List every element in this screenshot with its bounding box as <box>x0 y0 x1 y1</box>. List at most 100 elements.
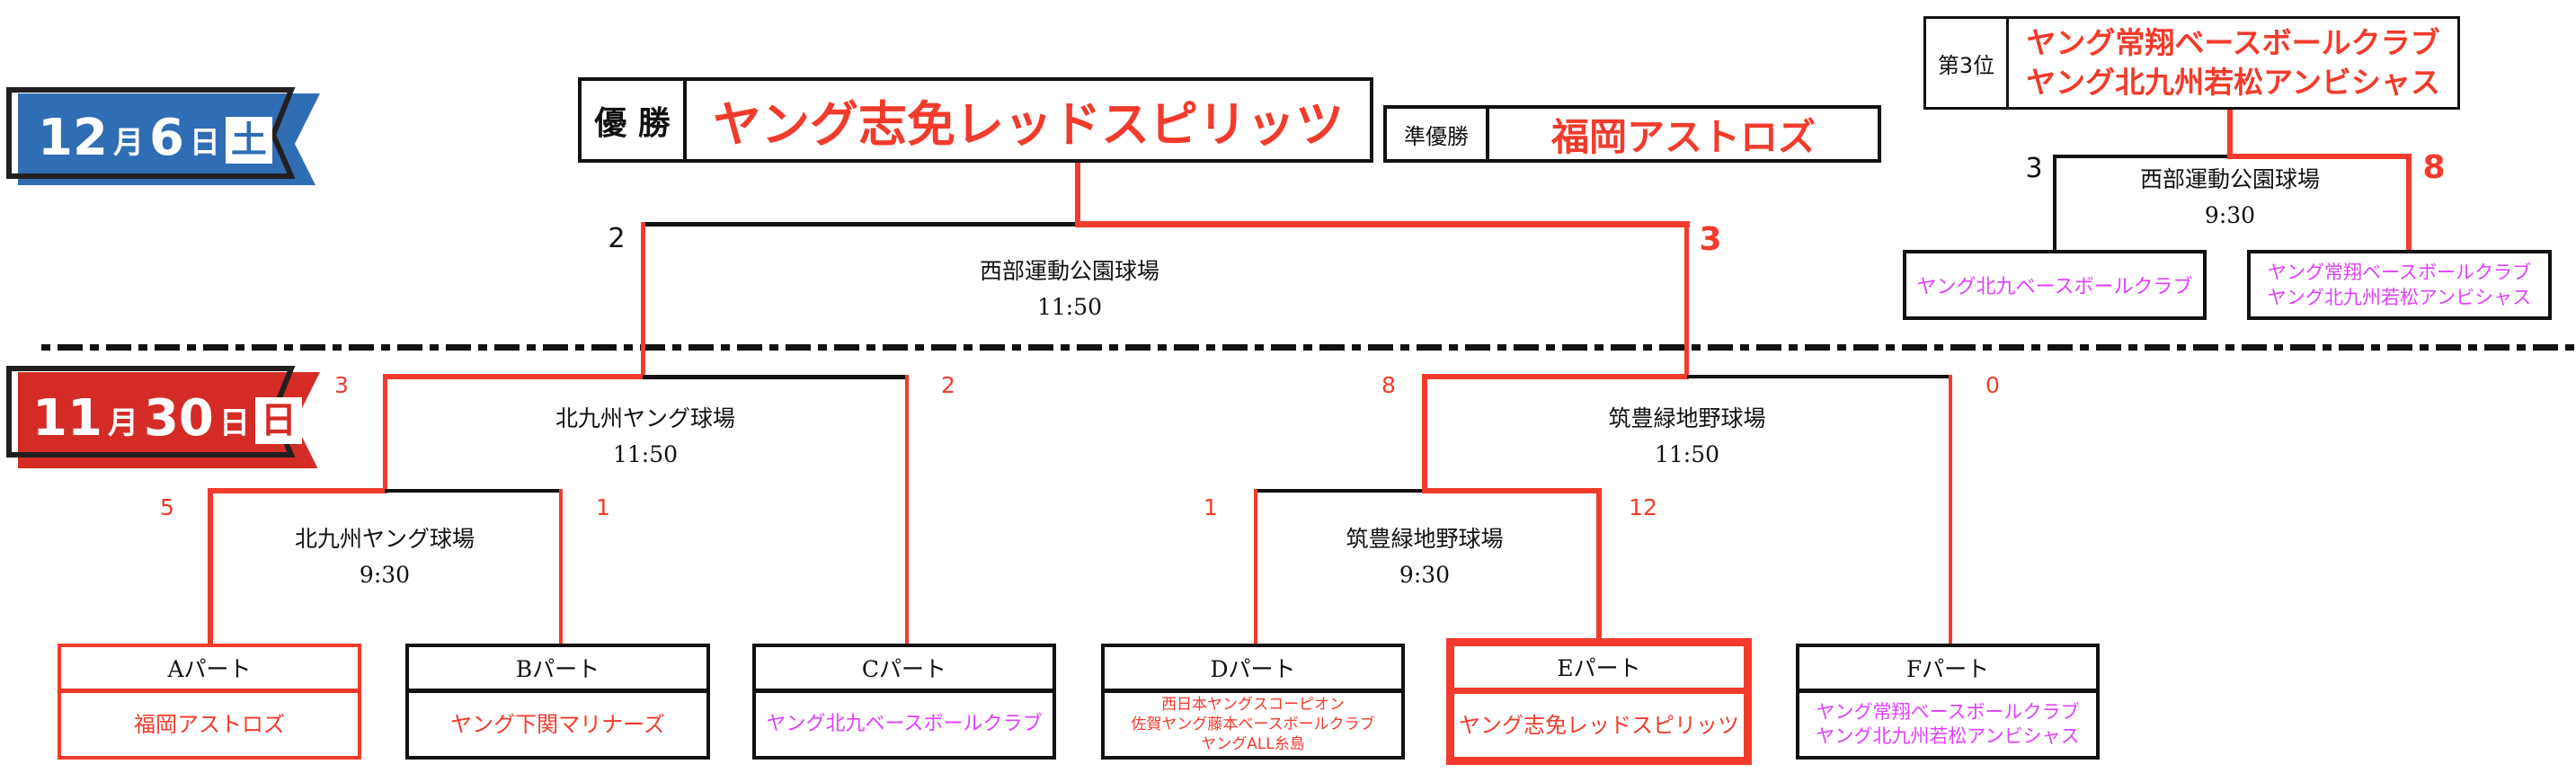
final-score-right: 3 <box>1699 221 1722 258</box>
part-label: Cパート <box>756 647 1053 693</box>
venue-name: 筑豊緑地野球場 <box>1608 405 1766 431</box>
third-place-team: ヤング北九州若松アンビシャス <box>2026 65 2440 100</box>
team-name: 佐賀ヤング藤本ベースボールクラブ <box>1131 715 1375 733</box>
day-unit: 日 <box>218 405 250 441</box>
third-place-team: ヤング常翔ベースボールクラブ <box>2026 25 2440 60</box>
semi2-venue: 筑豊緑地野球場 11:50 <box>1608 401 1765 473</box>
team-names: ヤング常翔ベースボールクラブ ヤング北九州若松アンビシャス <box>2251 253 2548 316</box>
runner-up-label: 準優勝 <box>1387 109 1489 159</box>
qf2-venue: 筑豊緑地野球場 9:30 <box>1346 521 1503 593</box>
venue-name: 西部運動公園球場 <box>979 258 1160 284</box>
winner-line <box>2227 110 2233 159</box>
part-label: Dパート <box>1105 647 1401 693</box>
winner-line <box>1422 374 1689 379</box>
runner-up-box: 準優勝 福岡アストロズ <box>1383 105 1881 163</box>
third-game-venue: 西部運動公園球場 9:30 <box>2140 162 2320 234</box>
part-a-box: Aパート 福岡アストロズ <box>58 644 361 760</box>
champion-label: 優 勝 <box>582 81 687 159</box>
bracket-line <box>1687 375 1952 378</box>
day-unit: 日 <box>189 125 220 161</box>
team-name: ヤング常翔ベースボールクラブ <box>2268 262 2531 283</box>
champion-box: 優 勝 ヤング志免レッドスピリッツ <box>578 77 1373 163</box>
third-place-teams: ヤング常翔ベースボールクラブ ヤング北九州若松アンビシャス <box>2009 19 2457 107</box>
champion-team: ヤング志免レッドスピリッツ <box>713 96 1344 153</box>
part-b-box: Bパート ヤング下関マリナーズ <box>405 644 710 760</box>
venue-name: 西部運動公園球場 <box>2139 166 2321 192</box>
winner-line <box>1596 488 1602 641</box>
weekday: 日 <box>254 397 302 444</box>
month-unit: 月 <box>107 405 138 441</box>
part-c-box: Cパート ヤング北九ベースボールクラブ <box>752 644 1056 760</box>
third-game-left-team: ヤング北九ベースボールクラブ <box>1903 250 2207 320</box>
bracket-line <box>2053 155 2056 250</box>
date-banner-nov30: 11 月 30 日 日 <box>5 365 320 473</box>
winner-line <box>1684 221 1689 378</box>
third-place-box: 第3位 ヤング常翔ベースボールクラブ ヤング北九州若松アンビシャス <box>1923 16 2460 110</box>
month: 12 <box>38 109 108 167</box>
day: 30 <box>143 389 214 448</box>
venue-name: 北九州ヤング球場 <box>294 526 475 552</box>
third-game-score-left: 3 <box>2025 153 2043 184</box>
venue-name: 筑豊緑地野球場 <box>1346 526 1504 552</box>
month: 11 <box>32 389 102 448</box>
semi1-score-right: 2 <box>941 372 955 398</box>
part-label: Bパート <box>409 647 706 693</box>
winner-line <box>2227 154 2412 159</box>
bracket-line <box>643 375 909 379</box>
bracket-line <box>1254 489 1257 644</box>
semi1-venue: 北九州ヤング球場 11:50 <box>555 401 735 473</box>
game-time: 11:50 <box>1654 441 1720 467</box>
third-place-label: 第3位 <box>1926 19 2009 107</box>
winner-line <box>383 374 645 379</box>
part-label: Fパート <box>1799 647 2096 693</box>
weekday: 土 <box>225 117 272 164</box>
bracket-line <box>385 489 563 493</box>
winner-line <box>1422 488 1602 493</box>
team-name: ヤング常翔ベースボールクラブ <box>1816 701 2080 723</box>
team-name: ヤング北九ベースボールクラブ <box>1916 276 2193 298</box>
bracket-line <box>559 489 563 644</box>
qf2-score-left: 1 <box>1204 494 1218 520</box>
day: 6 <box>148 109 184 167</box>
team-name: ヤングALL糸島 <box>1201 735 1305 753</box>
qf1-score-right: 1 <box>596 494 610 520</box>
team-name: ヤング志免レッドスピリッツ <box>1459 713 1739 738</box>
team-name: ヤング北九州若松アンビシャス <box>1816 725 2080 747</box>
team-name: ヤング下関マリナーズ <box>450 712 665 737</box>
winner-line <box>1075 221 1690 227</box>
part-label: Aパート <box>61 647 358 693</box>
date-banner-dec6: 12 月 6 日 土 <box>5 86 320 194</box>
qf1-venue: 北九州ヤング球場 9:30 <box>295 521 475 593</box>
winner-line <box>383 374 387 492</box>
runner-up-team: 福岡アストロズ <box>1550 114 1816 159</box>
team-name: 西日本ヤングスコーピオン <box>1161 696 1345 714</box>
winner-line <box>2406 154 2412 250</box>
winner-line <box>208 488 213 644</box>
team-name: 福岡アストロズ <box>134 712 285 737</box>
winner-line <box>1422 374 1427 492</box>
part-d-box: Dパート 西日本ヤングスコーピオン 佐賀ヤング藤本ベースボールクラブ ヤングAL… <box>1101 644 1405 760</box>
qf1-score-left: 5 <box>160 494 174 520</box>
final-score-left: 2 <box>608 223 626 254</box>
semi2-score-left: 8 <box>1381 372 1396 398</box>
team-name: ヤング北九ベースボールクラブ <box>766 713 1043 735</box>
part-label: Eパート <box>1454 646 1744 694</box>
bracket-line <box>905 375 909 644</box>
bracket-line <box>641 222 645 378</box>
semi2-score-right: 0 <box>1985 372 2000 398</box>
team-name: ヤング北九州若松アンビシャス <box>2267 287 2532 308</box>
bracket-line <box>1949 375 1952 644</box>
bracket-line <box>1256 489 1425 493</box>
winner-line <box>209 488 387 493</box>
bracket-line <box>2054 155 2230 158</box>
final-venue: 西部運動公園球場 11:50 <box>980 253 1159 325</box>
semi1-score-left: 3 <box>334 372 349 398</box>
month-unit: 月 <box>112 125 144 161</box>
bracket-line <box>643 222 1078 227</box>
third-game-score-right: 8 <box>2422 149 2446 186</box>
part-f-box: Fパート ヤング常翔ベースボールクラブ ヤング北九州若松アンビシャス <box>1796 644 2100 760</box>
winner-line <box>1075 163 1080 227</box>
part-e-box: Eパート ヤング志免レッドスピリッツ <box>1446 638 1752 765</box>
game-time: 11:50 <box>612 441 679 467</box>
qf2-score-right: 12 <box>1629 494 1657 520</box>
